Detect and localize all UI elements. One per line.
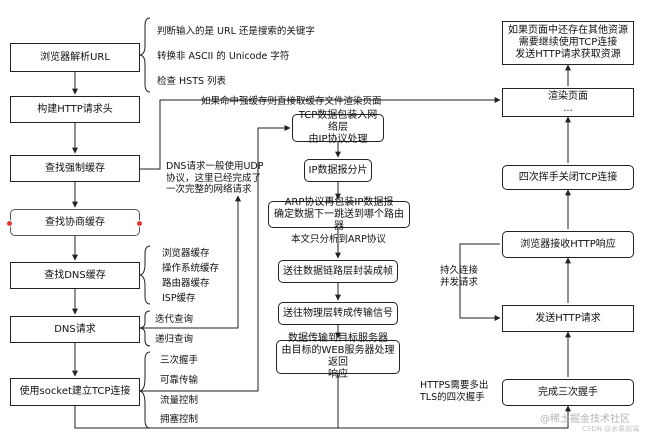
note-ascii-unicode: 转换非 ASCII 的 Unicode 字符 <box>157 51 290 62</box>
step-parse-url: 浏览器解析URL <box>10 43 140 72</box>
step-to-server: 数据传输到目标服务器 由目标的WEB服务器处理返回 响应 <box>276 333 400 380</box>
note-isp-cache: ISP缓存 <box>162 293 196 304</box>
note-congestion: 拥塞控制 <box>160 414 199 425</box>
note-strong-hit: 如果命中强缓存则直接取缓存文件渲染页面 <box>201 96 382 107</box>
note-dns-udp: DNS请求一般使用UDP 协议，这里已经完成了 一次完整的网络请求 <box>166 161 264 195</box>
step-build-request: 构建HTTP请求头 <box>10 96 140 123</box>
step-ip-fragment: IP数据报分片 <box>304 159 372 182</box>
watermark-juejin: @稀土掘金技术社区 <box>540 414 630 425</box>
selection-handle-right[interactable] <box>136 220 143 227</box>
selection-handle-left[interactable] <box>6 220 13 227</box>
step-physical: 送往物理层转成传输信号 <box>278 302 398 325</box>
note-handshake: 三次握手 <box>160 355 199 366</box>
step-dns-request: DNS请求 <box>10 316 140 343</box>
step-data-link: 送往数据链路层封装成帧 <box>278 260 398 283</box>
step-strong-cache: 查找强制缓存 <box>10 155 140 182</box>
step-render-page: 渲染页面 ... <box>502 88 634 117</box>
note-router-cache: 路由器缓存 <box>162 278 210 289</box>
note-keep-alive: 持久连接 并发请求 <box>440 265 479 288</box>
step-four-wave: 四次挥手关闭TCP连接 <box>502 165 634 190</box>
watermark-csdn: CSDN @水果前端 <box>582 425 640 433</box>
note-hsts: 检查 HSTS 列表 <box>157 76 227 87</box>
step-more-resources: 如果页面中还存在其他资源 需要继续使用TCP连接 发送HTTP请求获取资源 <box>502 21 634 65</box>
step-tcp-connect: 使用socket建立TCP连接 <box>10 378 140 406</box>
step-dns-cache: 查找DNS缓存 <box>10 262 140 289</box>
step-three-handshake: 完成三次握手 <box>502 379 634 406</box>
note-os-cache: 操作系统缓存 <box>162 263 220 274</box>
step-negotiate-cache[interactable]: 查找协商缓存 <box>10 209 140 236</box>
note-flow-control: 流量控制 <box>160 395 199 406</box>
step-arp: ARP协议再包装IP数据报 确定数据下一跳送到哪个路由器 <box>268 197 410 232</box>
note-recursive: 递归查询 <box>155 334 194 345</box>
note-url-keyword: 判断输入的是 URL 还是搜索的关键字 <box>157 26 315 37</box>
note-reliable: 可靠传输 <box>160 375 199 386</box>
note-iterative: 迭代查询 <box>155 314 194 325</box>
step-tcp-packet: TCP数据包装入网络层 由IP协议处理 <box>292 110 384 145</box>
step-send-request: 发送HTTP请求 <box>502 305 634 332</box>
note-browser-cache: 浏览器缓存 <box>162 248 210 259</box>
step-receive-response: 浏览器接收HTTP响应 <box>502 231 634 258</box>
note-https-wave: HTTPS需要多出 TLS的四次握手 <box>420 380 489 403</box>
note-arp-only: 本文只分析到ARP协议 <box>291 234 386 245</box>
